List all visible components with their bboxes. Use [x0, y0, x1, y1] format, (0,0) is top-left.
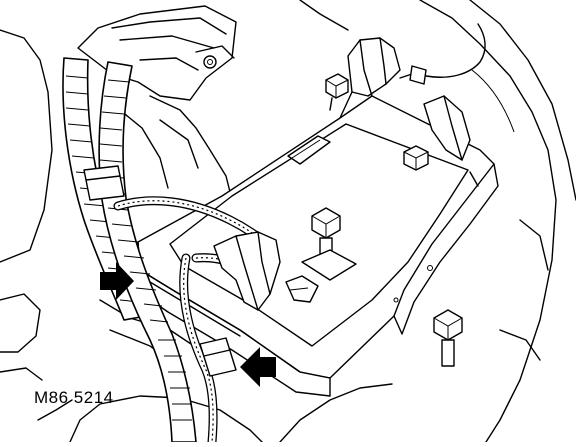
cable-clip-lower [200, 338, 236, 376]
bolt-center-clamp [302, 208, 356, 280]
arrow-left-icon [240, 347, 276, 387]
cable-clamp-connector [214, 232, 318, 310]
mounting-bracket [348, 38, 470, 160]
bolt-upper [326, 74, 348, 110]
bolt-lower-right [434, 310, 462, 366]
arrow-right-icon [100, 262, 134, 300]
figure-reference-code: M86 5214 [34, 388, 114, 407]
bolt-middle [404, 146, 428, 170]
corrugated-hose-right [84, 62, 196, 442]
sensor-lead [400, 24, 514, 132]
battery-tray [132, 76, 498, 396]
